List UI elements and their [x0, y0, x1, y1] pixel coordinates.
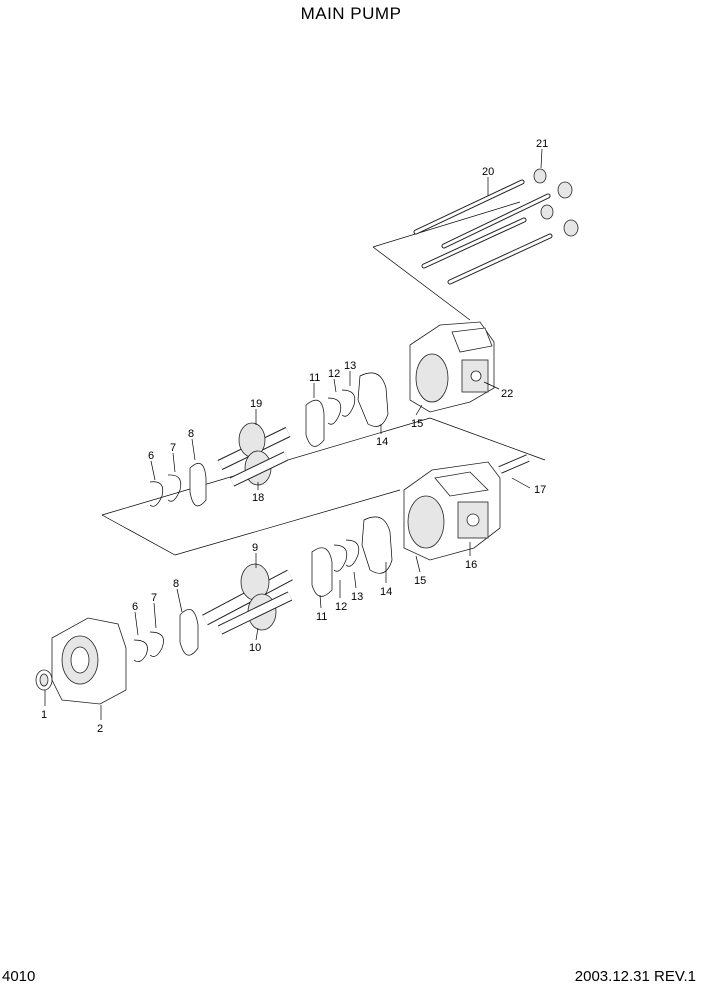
tie-bolt-set [413, 168, 579, 285]
callout-12: 12 [328, 368, 340, 380]
front-pump-body [403, 454, 530, 561]
page-title: MAIN PUMP [300, 4, 402, 23]
callout-12: 12 [335, 601, 347, 613]
callout-13: 13 [351, 591, 363, 603]
callout-10: 10 [249, 642, 261, 654]
callout-2: 2 [97, 723, 103, 735]
callout-9: 9 [252, 542, 258, 554]
bushings-and-seals [133, 372, 393, 662]
callout-21: 21 [536, 138, 548, 150]
callout-20: 20 [482, 166, 494, 178]
callout-7: 7 [170, 442, 176, 454]
callout-6: 6 [148, 450, 154, 462]
part-callouts: 1 2 6 7 8 9 10 11 12 13 14 15 16 17 6 7 … [41, 138, 548, 735]
gear-set-lower [202, 563, 293, 635]
callout-18: 18 [252, 492, 264, 504]
callout-11: 11 [316, 611, 327, 623]
callout-22: 22 [501, 388, 513, 400]
callout-11: 11 [309, 372, 320, 384]
callout-14: 14 [380, 586, 392, 598]
page-number: 4010 [2, 968, 36, 985]
callout-7: 7 [151, 592, 157, 604]
callout-16: 16 [465, 559, 477, 571]
callout-8: 8 [188, 428, 194, 440]
callout-15: 15 [414, 575, 426, 587]
callout-1: 1 [41, 709, 47, 721]
rear-pump-body [409, 321, 495, 413]
callout-15: 15 [411, 418, 423, 430]
mounting-flange [35, 617, 127, 705]
callout-17: 17 [534, 484, 546, 496]
assembly-outline [101, 201, 546, 556]
callout-14: 14 [376, 436, 388, 448]
gear-set-upper [217, 422, 291, 487]
callout-19: 19 [250, 398, 262, 410]
leader-lines [44, 148, 543, 720]
callout-13: 13 [344, 360, 356, 372]
callout-8: 8 [173, 578, 179, 590]
revision-date: 2003.12.31 REV.1 [574, 968, 696, 985]
callout-6: 6 [132, 601, 138, 613]
